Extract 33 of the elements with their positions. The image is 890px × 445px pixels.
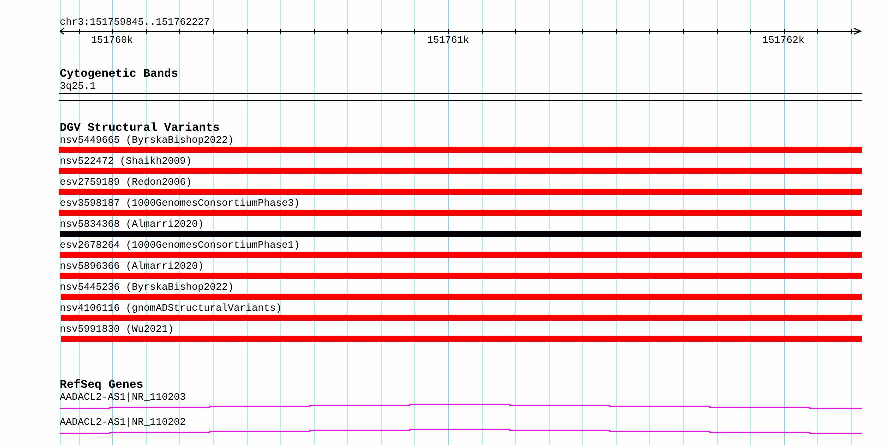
variant-bar [60, 273, 862, 279]
tick-label: 151761k [427, 36, 470, 47]
variant-bar [61, 294, 862, 300]
feature-label: nsv5834368 (Almarri2020) [60, 220, 204, 231]
variant-bar [61, 315, 862, 321]
gene-line [59, 403, 862, 410]
tick-label: 151760k [91, 36, 134, 47]
feature-label: esv2759189 (Redon2006) [60, 178, 192, 189]
feature-label: AADACL2-AS1|NR_110202 [60, 418, 186, 429]
variant-bar [59, 189, 862, 195]
track-heading: RefSeq Genes [60, 379, 144, 392]
coordinate-label: chr3:151759845..151762227 [60, 18, 210, 29]
feature-label: AADACL2-AS1|NR_110203 [60, 392, 186, 404]
feature-label: nsv522472 (Shaikh2009) [60, 156, 192, 168]
feature-label: nsv5449665 (ByrskaBishop2022) [60, 136, 234, 147]
cytoband-bar [59, 93, 862, 101]
feature-label: nsv5991830 (Wu2021) [60, 324, 174, 336]
feature-label: 3q25.1 [60, 82, 96, 92]
variant-bar [60, 252, 862, 258]
variant-bar [61, 336, 862, 342]
feature-label: esv2678264 (1000GenomesConsortiumPhase1) [60, 240, 300, 252]
variant-bar [59, 147, 862, 153]
track-heading: Cytogenetic Bands [60, 68, 178, 81]
feature-label: nsv5445236 (ByrskaBishop2022) [60, 282, 234, 294]
feature-label: nsv5896366 (Almarri2020) [60, 262, 204, 273]
variant-bar [60, 231, 861, 237]
gene-line [59, 428, 862, 435]
variant-bar [59, 168, 862, 174]
feature-label: nsv4106116 (gnomADStructuralVariants) [60, 304, 282, 315]
variant-bar [59, 210, 862, 216]
tick-label: 151762k [762, 36, 805, 47]
feature-label: esv3598187 (1000GenomesConsortiumPhase3) [60, 198, 300, 210]
track-heading: DGV Structural Variants [60, 122, 220, 136]
